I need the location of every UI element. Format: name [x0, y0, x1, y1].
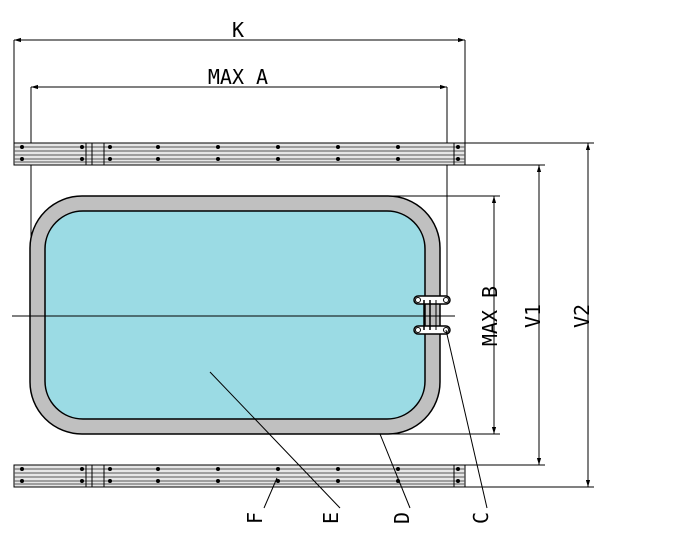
v2-label: V2 — [570, 304, 594, 328]
dimension-max-b: MAX B — [385, 195, 502, 435]
leader-f — [263, 477, 278, 509]
hinge-c — [413, 295, 451, 335]
leaders — [209, 329, 488, 509]
dimension-k: K — [13, 18, 466, 146]
dimension-v1: V1 — [465, 164, 545, 466]
v1-label: V1 — [521, 304, 545, 328]
top-rail — [13, 142, 466, 166]
max-b-label: MAX B — [478, 286, 502, 346]
bottom-rail-bolts — [20, 467, 460, 483]
leader-c — [445, 329, 488, 509]
callout-d: D — [390, 512, 414, 524]
leader-e — [209, 371, 341, 509]
top-rail-bolts — [20, 145, 460, 161]
callout-f: F — [243, 512, 267, 524]
k-label: K — [232, 18, 244, 42]
window-glass — [44, 210, 426, 420]
dimension-v2: V2 — [465, 142, 594, 488]
leader-d — [379, 433, 411, 509]
window — [29, 195, 441, 435]
bottom-rail — [13, 464, 466, 488]
callout-c: C — [469, 512, 493, 524]
max-a-label: MAX A — [208, 65, 268, 89]
callout-e: E — [319, 512, 343, 524]
